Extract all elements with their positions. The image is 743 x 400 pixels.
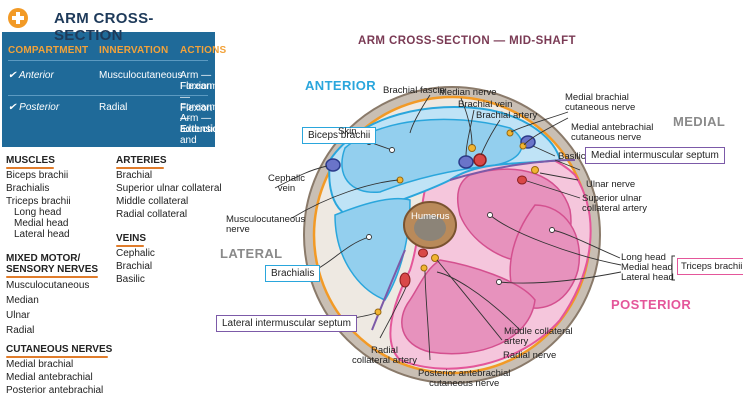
lateral-intermuscular-septum-box: Lateral intermuscular septum: [216, 315, 357, 332]
triceps-brachii-box: Triceps brachii: [677, 258, 743, 275]
skin-label: Skin: [338, 126, 357, 137]
medial-septum-line: [449, 159, 576, 181]
arteries-heading: ARTERIES: [116, 155, 167, 169]
long-head-muscle: [509, 204, 581, 309]
row-anterior-innervation: Musculocutaneous: [99, 70, 183, 81]
lateral-head-muscle: [401, 259, 536, 355]
list-item: Musculocutaneous: [6, 280, 90, 291]
list-item: Brachialis: [6, 183, 50, 194]
diagram-title: ARM CROSS-SECTION — MID-SHAFT: [358, 35, 576, 47]
brachial-vein-dot: [458, 155, 474, 169]
medial-brachial-cutaneous-dot: [506, 129, 514, 137]
plus-icon: [8, 8, 28, 28]
card-title: ARM CROSS-SECTION: [54, 10, 154, 44]
radial-collateral-artery-dot: [399, 272, 411, 288]
lateral-septum-dot: [374, 308, 382, 316]
check-icon: ✔: [8, 70, 17, 81]
row-posterior-innervation: Radial: [99, 102, 128, 113]
veins-heading: VEINS: [116, 233, 146, 247]
card-divider: [8, 60, 208, 61]
leader-lines: [274, 94, 622, 361]
brachialis-muscle: [334, 197, 411, 301]
row-posterior-action-1: Forearm — Extension: [180, 102, 224, 135]
ulnar-nerve-dot: [531, 166, 539, 174]
biceps-muscle: [341, 118, 523, 193]
anterior-label: ANTERIOR: [305, 78, 377, 93]
long-head-label: Long head: [621, 252, 666, 263]
superior-ulnar-artery-dot: [517, 175, 527, 185]
list-item: Medial antebrachial: [6, 372, 93, 383]
list-item: Cephalic: [116, 248, 155, 259]
radial-nerve-label: Radial nerve: [503, 350, 557, 361]
header-innervation: INNERVATION: [99, 45, 169, 56]
cephalic-vein-dot: [325, 158, 341, 172]
header-actions: ACTIONS: [180, 45, 227, 56]
lateral-head-label: Lateral head: [621, 272, 674, 283]
list-item: Biceps brachii: [6, 170, 69, 181]
list-item: Radial: [6, 325, 35, 336]
posterior-antebrachial-nerve-dot: [420, 264, 428, 272]
list-item: Superior ulnar collateral: [116, 183, 222, 194]
list-item: Medial head: [14, 218, 69, 229]
ulnar-nerve-label: Ulnar nerve: [586, 179, 636, 190]
list-item: Brachial: [116, 261, 153, 272]
radial-nerve-dot: [431, 254, 439, 262]
list-item: Middle collateral: [116, 196, 189, 207]
brachial-vein-label: Brachial vein: [458, 99, 513, 110]
cutaneous-heading: CUTANEOUS NERVES: [6, 344, 112, 358]
row-posterior-action-3: adduction: [180, 124, 224, 135]
list-item: Radial collateral: [116, 209, 188, 220]
check-icon: ✔: [8, 102, 17, 113]
middle-collateral-artery-dot: [418, 248, 428, 258]
list-item: Lateral head: [14, 229, 70, 240]
list-item: Posterior antebrachial: [6, 385, 104, 396]
row-anterior-action-2: Forearm— Flexion: [180, 81, 218, 114]
humerus-marrow: [414, 215, 446, 241]
biceps-brachii-box: Biceps brachii: [302, 127, 377, 144]
header-compartment: COMPARTMENT: [8, 45, 89, 56]
basilic-vein-label: Basilic vein: [558, 151, 606, 162]
row-anterior-action-1: Arm — Flexion: [180, 70, 213, 92]
row-anterior-compartment: ✔ Anterior: [8, 70, 54, 81]
triceps-bracket: [671, 255, 675, 281]
list-item: Brachial: [116, 170, 153, 181]
row-posterior-compartment: ✔ Posterior: [8, 102, 60, 113]
list-item: Triceps brachii: [6, 196, 71, 207]
brachial-artery-dot: [473, 153, 487, 167]
nerves-heading: MIXED MOTOR/SENSORY NERVES: [6, 253, 98, 278]
list-item: Long head: [14, 207, 62, 218]
lateral-septum-line: [371, 249, 406, 331]
medial-intermuscular-septum-box: Medial intermuscular septum: [585, 147, 725, 164]
brachialis-box: Brachialis: [265, 265, 321, 282]
card-header: ARM CROSS-SECTION: [2, 2, 215, 44]
posterior-label: POSTERIOR: [611, 297, 692, 312]
median-nerve-label: Median nerve: [439, 87, 497, 98]
lateral-label: LATERAL: [220, 246, 283, 261]
list-item: Median: [6, 295, 39, 306]
muscles-heading: MUSCLES: [6, 155, 55, 169]
leader-end-circles: [366, 139, 555, 285]
list-item: Ulnar: [6, 310, 30, 321]
humerus-label: Humerus: [411, 211, 450, 222]
list-item: Basilic: [116, 274, 145, 285]
summary-card: ARM CROSS-SECTION COMPARTMENT INNERVATIO…: [2, 2, 226, 147]
list-item: Medial brachial: [6, 359, 74, 370]
brachial-fascia-label: Brachial fascia: [383, 85, 445, 96]
card-divider: [8, 95, 208, 96]
brachial-artery-label: Brachial artery: [476, 110, 538, 121]
medial-head-label: Medial head: [621, 262, 673, 273]
median-nerve-dot: [468, 144, 476, 152]
medial-label: MEDIAL: [673, 114, 726, 129]
row-posterior-action-2: Arm — Extension and: [180, 113, 224, 146]
